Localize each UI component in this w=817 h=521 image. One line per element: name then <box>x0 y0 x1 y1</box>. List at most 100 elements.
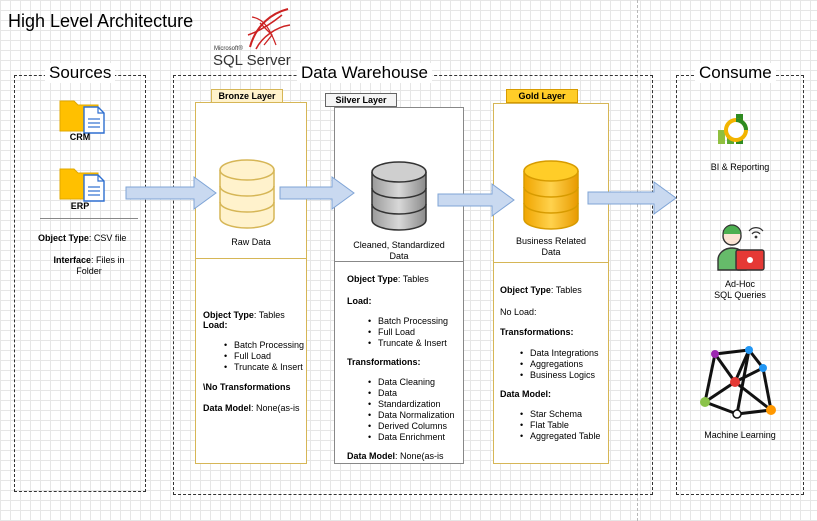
object-type-label: Object Type <box>347 274 398 284</box>
object-type-value: : CSV file <box>88 233 127 243</box>
sources-label: Sources <box>45 63 116 83</box>
sql-server-logo-icon <box>247 8 291 50</box>
silver-caption: Cleaned, Standardized Data <box>334 240 464 262</box>
bronze-layer-tab: Bronze Layer <box>211 89 283 103</box>
list-item: Business Logics <box>520 370 599 381</box>
list-item: Batch Processing <box>368 316 448 327</box>
bi-reporting-label: BI & Reporting <box>710 162 770 172</box>
bronze-load-list: Batch Processing Full Load Truncate & In… <box>224 340 304 373</box>
logo-product: SQL Server <box>213 52 291 69</box>
logo-vendor: Microsoft® <box>214 46 243 52</box>
database-icon <box>219 159 275 229</box>
gold-caption: Business Related Data <box>493 236 609 258</box>
object-type-value: : Tables <box>397 274 429 284</box>
page-title: High Level Architecture <box>8 11 194 31</box>
bronze-database <box>218 158 276 230</box>
list-item: Derived Columns <box>368 421 455 432</box>
warehouse-label: Data Warehouse <box>297 63 432 83</box>
silver-divider <box>334 261 464 262</box>
adhoc-sql-item <box>712 222 768 276</box>
interface-value: : Files in <box>91 255 125 265</box>
silver-caption-line2: Data <box>389 251 409 261</box>
list-item: Batch Processing <box>224 340 304 351</box>
gold-caption-line1: Business Related <box>515 236 587 246</box>
crm-label: CRM <box>69 132 91 142</box>
gold-load-label: No Load: <box>500 307 537 317</box>
object-type-label: Object Type <box>500 285 551 295</box>
list-item: Aggregations <box>520 359 599 370</box>
arrow-sources-to-bronze <box>125 176 217 210</box>
data-model-label: Data Model <box>203 403 252 413</box>
list-item: Aggregated Table <box>520 431 600 442</box>
object-type-value: : Tables <box>550 285 582 295</box>
silver-object-type: Object Type: Tables <box>347 274 429 285</box>
data-model-value: : None(as-is <box>251 403 300 413</box>
gold-layer-tab: Gold Layer <box>506 89 578 103</box>
erp-label: ERP <box>70 201 90 211</box>
adhoc-label-line2: SQL Queries <box>714 290 766 300</box>
list-item: Data Normalization <box>368 410 455 421</box>
list-item: Data Integrations <box>520 348 599 359</box>
interface-label: Interface <box>53 255 91 265</box>
sources-divider <box>40 218 138 219</box>
analyst-laptop-icon <box>717 224 765 271</box>
list-item: Full Load <box>368 327 448 338</box>
adhoc-sql-label: Ad-Hoc SQL Queries <box>680 279 800 301</box>
silver-database <box>370 160 428 232</box>
sources-interface: Interface: Files in Folder <box>38 255 140 277</box>
machine-learning-item <box>697 346 783 419</box>
list-item: Data Cleaning <box>368 377 455 388</box>
silver-load-label: Load: <box>347 296 372 306</box>
gold-transform-list: Data Integrations Aggregations Business … <box>520 348 599 381</box>
database-icon <box>371 161 427 231</box>
gold-divider <box>493 262 609 263</box>
data-model-label: Data Model <box>347 451 396 461</box>
crm-folder <box>58 97 108 134</box>
gold-object-type: Object Type: Tables <box>500 285 582 296</box>
silver-transform-list: Data Cleaning Data Standardization Data … <box>368 377 455 443</box>
machine-learning-label: Machine Learning <box>704 430 776 440</box>
erp-folder <box>58 165 108 202</box>
arrow-bronze-to-silver <box>279 176 355 210</box>
object-type-label: Object Type <box>203 310 254 320</box>
list-item: Data <box>368 388 455 399</box>
silver-layer-tab: Silver Layer <box>325 93 397 107</box>
sources-object-type: Object Type: CSV file <box>38 233 126 244</box>
list-item: Truncate & Insert <box>368 338 448 349</box>
list-item: Truncate & Insert <box>224 362 304 373</box>
bronze-divider <box>195 258 307 259</box>
silver-transform-label: Transformations: <box>347 357 421 367</box>
sql-server-logo: Microsoft® SQL Server <box>212 5 294 69</box>
consume-label: Consume <box>695 63 776 83</box>
bronze-no-transform: \No Transformations <box>203 382 291 392</box>
bronze-data-model: Data Model: None(as-is <box>203 403 300 414</box>
bronze-object-type: Object Type: Tables <box>203 310 285 321</box>
object-type-label: Object Type <box>38 233 89 243</box>
silver-load-list: Batch Processing Full Load Truncate & In… <box>368 316 448 349</box>
adhoc-label-line1: Ad-Hoc <box>724 279 755 289</box>
list-item: Flat Table <box>520 420 600 431</box>
list-item: Data Enrichment <box>368 432 455 443</box>
silver-caption-line1: Cleaned, Standardized <box>353 240 445 250</box>
arrow-silver-to-gold <box>437 183 515 217</box>
arrow-gold-to-consume <box>587 181 677 215</box>
silver-data-model: Data Model: None(as-is <box>347 451 444 462</box>
bronze-load-label: Load: <box>203 320 228 330</box>
database-icon <box>523 160 579 230</box>
list-item: Standardization <box>368 399 455 410</box>
object-type-value: : Tables <box>253 310 285 320</box>
gold-model-list: Star Schema Flat Table Aggregated Table <box>520 409 600 442</box>
vertical-divider <box>637 0 638 521</box>
bi-reporting-item <box>716 112 750 146</box>
folder-file-icon <box>59 168 105 202</box>
folder-file-icon <box>59 100 105 134</box>
gold-transform-label: Transformations: <box>500 327 574 337</box>
power-bi-icon <box>718 114 748 144</box>
gold-caption-line2: Data <box>541 247 561 257</box>
list-item: Star Schema <box>520 409 600 420</box>
data-model-value: : None(as-is <box>395 451 444 461</box>
gold-database <box>522 159 580 231</box>
interface-value-line2: Folder <box>76 266 102 276</box>
neural-network-icon <box>700 346 776 419</box>
